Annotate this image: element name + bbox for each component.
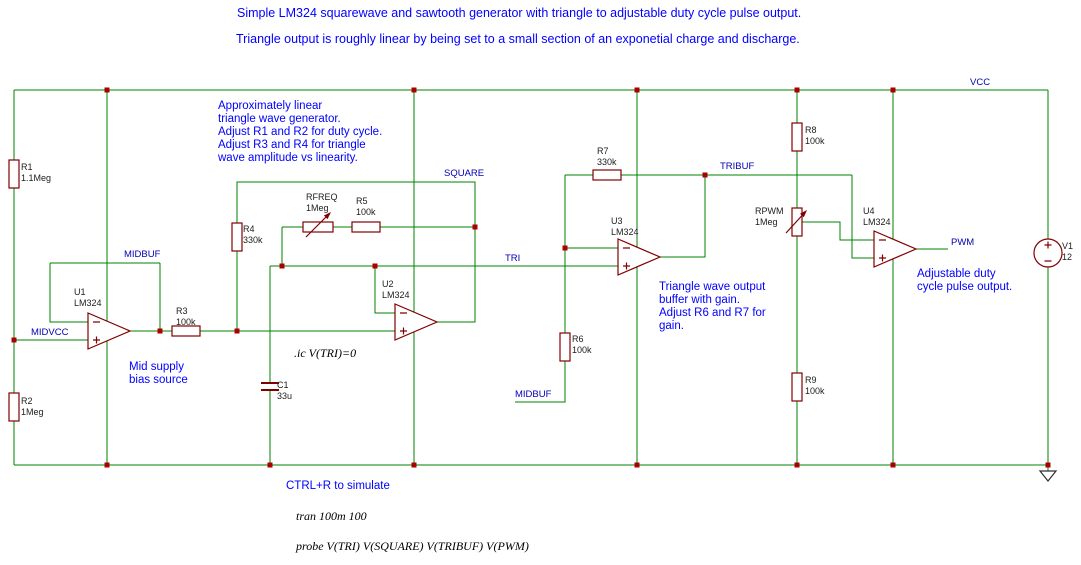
net-label-pwm[interactable]: PWM [951,237,975,248]
annotation-triangle-generator: Approximately linear triangle wave gener… [218,100,383,164]
resistor-R5[interactable] [351,221,381,233]
net-label-midbuf2[interactable]: MIDBUF [515,389,552,400]
label-RFREQ-value[interactable]: 1Meg [306,203,329,213]
label-V1-ref[interactable]: V1 [1062,241,1074,251]
label-R2-ref[interactable]: R2 [21,396,33,406]
net-label-square[interactable]: SQUARE [444,168,485,179]
label-U3-value[interactable]: LM324 [611,227,639,237]
label-R8-value[interactable]: 100k [805,136,825,146]
wires[interactable] [13,89,1049,471]
label-U1-ref[interactable]: U1 [74,287,86,297]
directive-probe[interactable]: probe V(TRI) V(SQUARE) V(TRIBUF) V(PWM) [296,539,529,553]
label-R2-value[interactable]: 1Meg [21,407,44,417]
net-label-midbuf[interactable]: MIDBUF [124,249,161,260]
label-RFREQ-ref[interactable]: RFREQ [306,192,338,202]
label-R5-value[interactable]: 100k [356,207,376,217]
label-R3-value[interactable]: 100k [176,317,196,327]
net-label-vcc[interactable]: VCC [970,77,991,88]
label-U4-value[interactable]: LM324 [863,217,891,227]
label-R7-ref[interactable]: R7 [597,146,609,156]
opamp-U3[interactable] [617,238,662,276]
opamp-U2[interactable] [394,303,439,341]
voltage-source-V1[interactable] [1033,238,1063,268]
resistor-R7[interactable] [592,169,622,181]
label-R4-ref[interactable]: R4 [243,224,255,234]
ground-symbol[interactable] [1038,470,1058,482]
resistor-R4[interactable] [231,222,243,252]
annotation-simulate-hint: CTRL+R to simulate [286,480,390,492]
potentiometer-RPWM[interactable] [785,207,807,237]
opamp-U1[interactable] [87,312,132,350]
label-R9-ref[interactable]: R9 [805,375,817,385]
net-label-midvcc[interactable]: MIDVCC [31,327,69,338]
net-label-tri[interactable]: TRI [505,253,521,264]
resistor-R9[interactable] [791,372,803,402]
resistor-R1[interactable] [8,159,20,189]
junction-dots [11,87,1051,468]
annotation-triangle-buffer: Triangle wave output buffer with gain. A… [659,281,766,332]
capacitor-C1[interactable] [261,382,279,391]
resistor-R6[interactable] [559,332,571,362]
resistor-R3[interactable] [171,325,201,337]
label-R3-ref[interactable]: R3 [176,306,188,316]
label-U2-ref[interactable]: U2 [382,279,394,289]
label-R4-value[interactable]: 330k [243,235,263,245]
directive-tran[interactable]: tran 100m 100 [296,509,367,523]
label-R7-value[interactable]: 330k [597,157,617,167]
label-R1-ref[interactable]: R1 [21,162,33,172]
label-R8-ref[interactable]: R8 [805,125,817,135]
label-RPWM-value[interactable]: 1Meg [755,217,778,227]
directive-ic[interactable]: .ic V(TRI)=0 [294,346,357,360]
net-label-tribuf[interactable]: TRIBUF [720,161,755,172]
label-C1-value[interactable]: 33u [277,391,293,401]
label-R1-value[interactable]: 1.1Meg [21,173,52,183]
schematic-title-line1: Simple LM324 squarewave and sawtooth gen… [237,6,802,20]
annotation-mid-supply: Mid supply bias source [129,361,188,386]
resistor-R2[interactable] [8,392,20,422]
label-U3-ref[interactable]: U3 [611,216,623,226]
label-U1-value[interactable]: LM324 [74,298,102,308]
label-U4-ref[interactable]: U4 [863,206,875,216]
resistor-R8[interactable] [791,122,803,152]
label-U2-value[interactable]: LM324 [382,290,410,300]
label-R6-ref[interactable]: R6 [572,334,584,344]
schematic-title-line2: Triangle output is roughly linear by bei… [236,32,800,46]
label-C1-ref[interactable]: C1 [277,380,289,390]
label-R9-value[interactable]: 100k [805,386,825,396]
label-R6-value[interactable]: 100k [572,345,592,355]
label-R5-ref[interactable]: R5 [356,196,368,206]
label-RPWM-ref[interactable]: RPWM [755,206,784,216]
opamp-U4[interactable] [873,230,918,268]
annotation-adjustable-duty: Adjustable duty cycle pulse output. [917,268,1013,293]
potentiometer-RFREQ[interactable] [302,212,334,238]
label-V1-value[interactable]: 12 [1062,252,1073,262]
